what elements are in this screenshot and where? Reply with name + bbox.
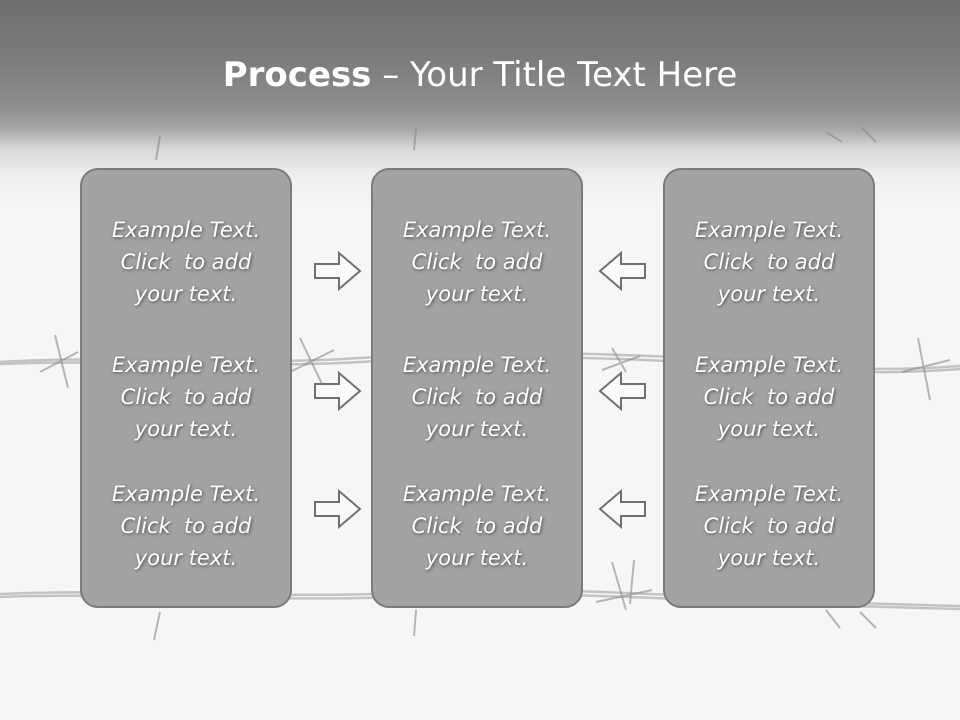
arrow-left-icon bbox=[598, 488, 646, 530]
placeholder-line: Example Text. bbox=[111, 482, 261, 506]
text-placeholder[interactable]: Example Text. Click to add your text. bbox=[373, 214, 581, 310]
placeholder-line: Click to add bbox=[703, 385, 835, 409]
placeholder-line: your text. bbox=[134, 282, 238, 306]
process-panel-left[interactable]: Example Text. Click to add your text. Ex… bbox=[80, 168, 292, 608]
placeholder-line: Click to add bbox=[411, 514, 543, 538]
placeholder-line: Click to add bbox=[411, 385, 543, 409]
placeholder-line: Example Text. bbox=[694, 482, 844, 506]
placeholder-line: Click to add bbox=[120, 514, 252, 538]
text-placeholder[interactable]: Example Text. Click to add your text. bbox=[82, 214, 290, 310]
text-placeholder[interactable]: Example Text. Click to add your text. bbox=[373, 478, 581, 574]
arrow-right-icon bbox=[314, 370, 362, 412]
process-panel-right[interactable]: Example Text. Click to add your text. Ex… bbox=[663, 168, 875, 608]
placeholder-line: Example Text. bbox=[402, 353, 552, 377]
placeholder-line: your text. bbox=[425, 546, 529, 570]
placeholder-line: your text. bbox=[425, 417, 529, 441]
placeholder-line: your text. bbox=[717, 282, 821, 306]
arrow-left-icon bbox=[598, 370, 646, 412]
placeholder-line: Example Text. bbox=[111, 218, 261, 242]
slide-title[interactable]: Process – Your Title Text Here bbox=[0, 52, 960, 98]
placeholder-line: your text. bbox=[134, 546, 238, 570]
process-panel-center[interactable]: Example Text. Click to add your text. Ex… bbox=[371, 168, 583, 608]
text-placeholder[interactable]: Example Text. Click to add your text. bbox=[373, 349, 581, 445]
placeholder-line: your text. bbox=[717, 417, 821, 441]
title-emphasis: Process bbox=[222, 55, 372, 95]
text-placeholder[interactable]: Example Text. Click to add your text. bbox=[665, 478, 873, 574]
placeholder-line: Click to add bbox=[703, 250, 835, 274]
text-placeholder[interactable]: Example Text. Click to add your text. bbox=[665, 349, 873, 445]
placeholder-line: Example Text. bbox=[694, 353, 844, 377]
placeholder-line: your text. bbox=[134, 417, 238, 441]
title-rest: – Your Title Text Here bbox=[371, 55, 738, 95]
placeholder-line: Click to add bbox=[120, 385, 252, 409]
placeholder-line: Click to add bbox=[120, 250, 252, 274]
text-placeholder[interactable]: Example Text. Click to add your text. bbox=[82, 349, 290, 445]
text-placeholder[interactable]: Example Text. Click to add your text. bbox=[665, 214, 873, 310]
placeholder-line: Example Text. bbox=[402, 218, 552, 242]
arrow-right-icon bbox=[314, 250, 362, 292]
placeholder-line: your text. bbox=[717, 546, 821, 570]
placeholder-line: Example Text. bbox=[694, 218, 844, 242]
placeholder-line: Click to add bbox=[411, 250, 543, 274]
placeholder-line: Click to add bbox=[703, 514, 835, 538]
placeholder-line: Example Text. bbox=[111, 353, 261, 377]
text-placeholder[interactable]: Example Text. Click to add your text. bbox=[82, 478, 290, 574]
placeholder-line: Example Text. bbox=[402, 482, 552, 506]
arrow-right-icon bbox=[314, 488, 362, 530]
placeholder-line: your text. bbox=[425, 282, 529, 306]
arrow-left-icon bbox=[598, 250, 646, 292]
